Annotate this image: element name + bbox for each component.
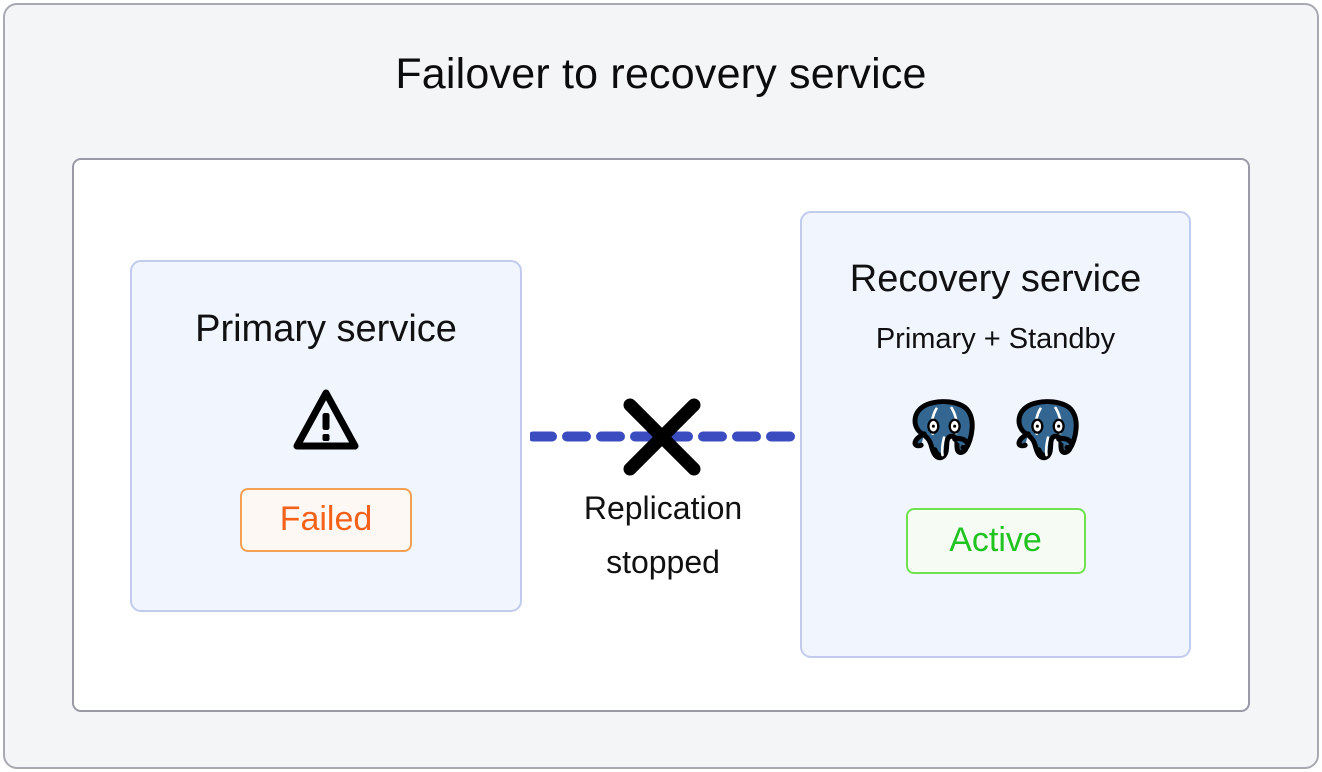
page-title: Failover to recovery service [395,50,927,98]
replication-status-label: Replication stopped [520,482,806,590]
recovery-service-title: Recovery service [849,258,1142,300]
replication-label-line1: Replication [583,490,743,526]
status-badge-active: Active [905,507,1086,574]
postgres-node-row [906,392,1086,468]
x-mark-icon [623,398,701,476]
recovery-service-card[interactable]: Recovery service Primary + Standby [800,211,1191,658]
status-badge-failed: Failed [240,487,412,552]
replication-label-line2: stopped [606,543,720,580]
recovery-service-subtitle: Primary + Standby [875,322,1116,355]
primary-service-title: Primary service [195,308,457,350]
postgresql-elephant-icon [912,398,975,460]
postgresql-elephant-icon [1016,398,1079,460]
warning-triangle-icon [293,389,359,450]
primary-service-card[interactable]: Primary service Failed [130,260,522,612]
